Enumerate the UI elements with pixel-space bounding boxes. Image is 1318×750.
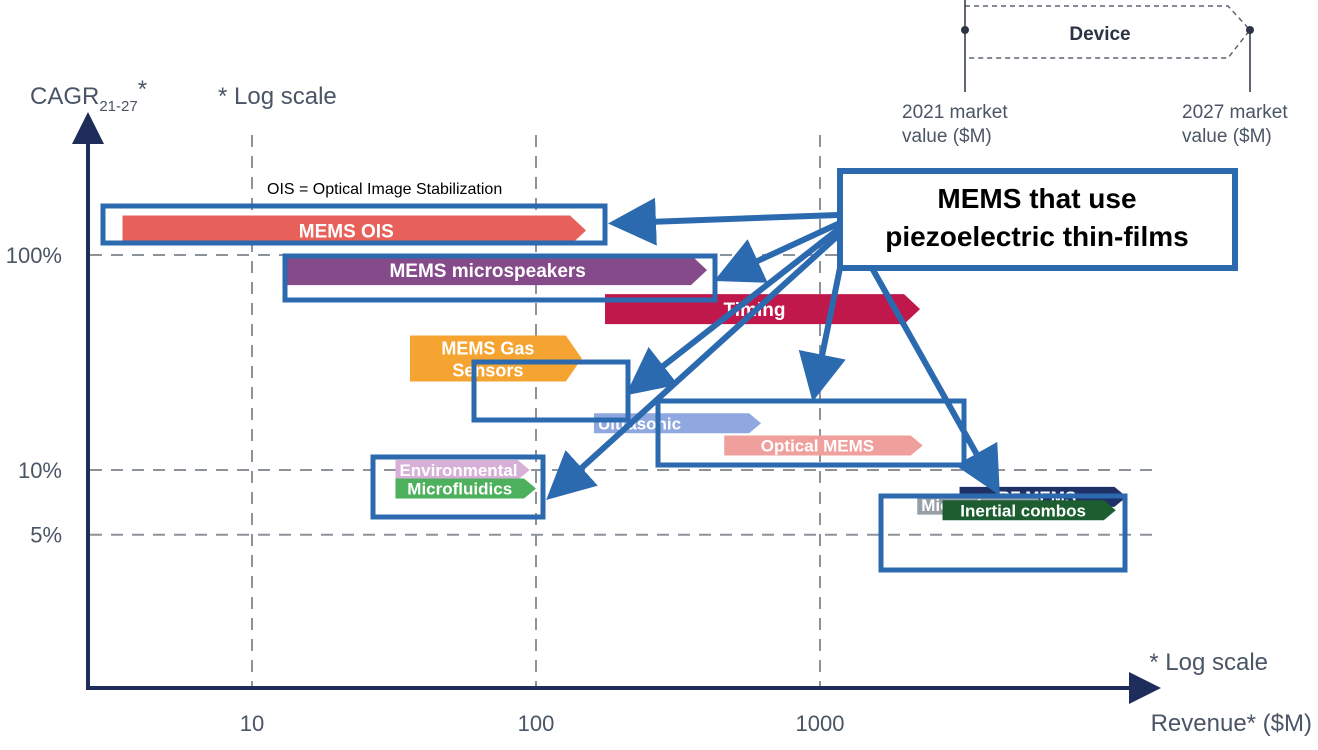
- bar-shape-environmental: [395, 460, 530, 480]
- legend-start-label-line2: value ($M): [902, 126, 992, 147]
- x-tick-label: 1000: [796, 711, 845, 736]
- callout-box-frame: [837, 168, 1238, 271]
- legend-device-label: Device: [1069, 24, 1130, 45]
- bar-mems-microspeakers: MEMS microspeakers: [284, 255, 707, 286]
- y-tick-label: 5%: [30, 523, 62, 548]
- bar-optical-mems: Optical MEMS: [724, 435, 923, 456]
- x-tick-label: 100: [518, 711, 555, 736]
- y-axis-title-main: CAGR: [30, 83, 99, 110]
- legend-end-dot: [1246, 26, 1254, 34]
- callout-box: MEMS that use piezoelectric thin-films: [837, 168, 1238, 271]
- callout-arrow-microfluidics: [546, 229, 845, 501]
- bar-environmental: Environmental: [395, 460, 530, 480]
- y-axis-scale-note: * Log scale: [218, 83, 337, 110]
- bar-shape-microfluidics: [395, 478, 536, 499]
- callout-arrows: [546, 197, 1000, 501]
- legend-start-dot: [961, 26, 969, 34]
- bar-label-line: Sensors: [452, 361, 523, 381]
- bar-label: Inertial combos: [960, 501, 1086, 520]
- x-tick-label: 10: [240, 711, 264, 736]
- bar-shape-inertial-combos: [942, 500, 1116, 521]
- highlight-box-ois: [100, 203, 608, 246]
- callout-line1: MEMS that use: [937, 183, 1136, 214]
- bar-label-line: MEMS Gas: [441, 339, 534, 359]
- bar-label: Microfluidics: [407, 480, 512, 499]
- bar-label: Environmental: [399, 461, 517, 480]
- callout-arrow-rf-mems: [869, 266, 1000, 496]
- bar-inertial-combos: Inertial combos: [942, 500, 1116, 521]
- x-axis-scale-note: * Log scale: [1149, 649, 1268, 676]
- bar-shape-mems-ois: [122, 215, 587, 246]
- y-tick-label: 100%: [6, 243, 62, 268]
- highlight-boxes: [100, 203, 1128, 573]
- y-axis-title-sub: 21-27: [99, 98, 137, 115]
- bar-label: MEMS microspeakers: [389, 261, 585, 282]
- bar-shape-mems-gas-sensors: [409, 335, 582, 382]
- bar-shape-mems-microspeakers: [284, 255, 707, 286]
- bar-microfluidics: Microfluidics: [395, 478, 536, 499]
- bar-label: MEMS OIS: [299, 221, 394, 242]
- highlight-box-rf-mic-inertial: [878, 493, 1128, 573]
- bar-label: Optical MEMS: [761, 437, 874, 456]
- y-axis-title: CAGR21-27*: [30, 76, 147, 115]
- axes: [72, 112, 1161, 704]
- legend-end-label-line1: 2027 market: [1182, 102, 1288, 123]
- ois-note: OIS = Optical Image Stabilization: [267, 181, 502, 198]
- legend-key: Device 2021 market value ($M) 2027 marke…: [902, 0, 1288, 147]
- callout-arrow-ultrasonic: [798, 267, 846, 402]
- callout-arrow-gas-sensors: [625, 225, 842, 396]
- callout-arrow-ois: [608, 197, 839, 246]
- bar-shape-optical-mems: [724, 435, 923, 456]
- y-tick-label: 10%: [18, 458, 62, 483]
- bar-mems-ois: MEMS OIS: [122, 215, 587, 246]
- y-axis-title-suffix: *: [138, 76, 147, 103]
- highlight-box-env-microfluidics: [370, 454, 546, 520]
- callout-line2: piezoelectric thin-films: [885, 221, 1188, 252]
- x-axis-title: Revenue* ($M): [1151, 710, 1312, 737]
- tick-labels: 10 100 1000 5% 10% 100%: [6, 243, 845, 736]
- legend-start-label-line1: 2021 market: [902, 102, 1008, 123]
- callout-arrow-microspeakers: [714, 220, 842, 283]
- legend-end-label-line2: value ($M): [1182, 126, 1272, 147]
- legend-device-shape: [965, 5, 1251, 59]
